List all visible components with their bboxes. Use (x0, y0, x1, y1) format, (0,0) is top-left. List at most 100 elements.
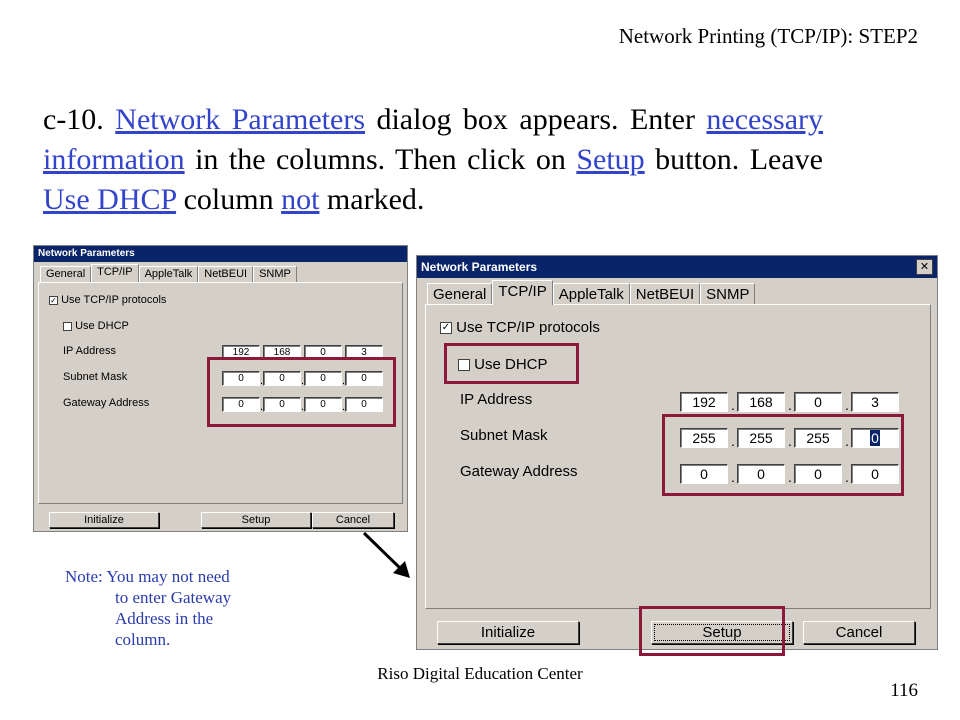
subnet-octet-3[interactable]: 0 (304, 371, 342, 386)
use-tcpip-label: Use TCP/IP protocols (61, 294, 167, 306)
tab-netbeui[interactable]: NetBEUI (629, 283, 701, 305)
use-tcpip-row[interactable]: ✓ Use TCP/IP protocols (440, 319, 600, 336)
page-number: 116 (890, 680, 918, 701)
instruction-text: c-10. Network Parameters dialog box appe… (43, 100, 823, 220)
subnet-mask-label: Subnet Mask (460, 427, 548, 444)
tab-appletalk[interactable]: AppleTalk (552, 283, 630, 305)
use-tcpip-row[interactable]: ✓ Use TCP/IP protocols (49, 294, 166, 306)
subnet-octet-4[interactable]: 0 (345, 371, 383, 386)
highlight-setup-button (639, 606, 785, 656)
link-necessary-information[interactable]: necessary information (43, 103, 824, 176)
instruction-text-2: dialog box appears. Enter (365, 103, 707, 136)
gateway-address-label: Gateway Address (460, 463, 578, 480)
gateway-octet-4[interactable]: 0 (851, 464, 899, 484)
initialize-button[interactable]: Initialize (437, 621, 579, 644)
tab-bar: General TCP/IP AppleTalk NetBEUI SNMP (40, 264, 297, 282)
link-setup[interactable]: Setup (576, 143, 645, 176)
tab-snmp[interactable]: SNMP (253, 266, 297, 282)
ip-octet-3[interactable]: 0 (304, 345, 342, 360)
gateway-dot-1: . (731, 469, 735, 485)
subnet-octet-2[interactable]: 255 (737, 428, 785, 448)
use-dhcp-checkbox[interactable] (458, 359, 470, 372)
highlight-use-dhcp (444, 343, 579, 384)
initialize-button[interactable]: Initialize (49, 512, 159, 528)
cancel-button[interactable]: Cancel (312, 512, 394, 528)
gateway-octet-2[interactable]: 0 (263, 397, 301, 412)
note-line-2: to enter Gateway (115, 588, 232, 607)
use-dhcp-row[interactable]: Use DHCP (458, 356, 548, 373)
use-dhcp-label: Use DHCP (474, 356, 548, 373)
subnet-dot-2: . (788, 433, 792, 449)
gateway-octet-1[interactable]: 0 (222, 397, 260, 412)
ip-address-label: IP Address (63, 345, 116, 357)
setup-button[interactable]: Setup (651, 621, 793, 644)
instruction-text-5: column (176, 183, 282, 216)
ip-octet-4[interactable]: 3 (851, 392, 899, 412)
note-line-1: Note: You may not need (65, 567, 230, 586)
subnet-octet-2[interactable]: 0 (263, 371, 301, 386)
gateway-octet-1[interactable]: 0 (680, 464, 728, 484)
network-parameters-dialog-large: Network Parameters ✕ General TCP/IP Appl… (416, 255, 938, 650)
tab-tcpip[interactable]: TCP/IP (492, 280, 553, 305)
close-icon[interactable]: ✕ (916, 259, 933, 275)
gateway-dot-1: . (260, 401, 264, 413)
subnet-dot-1: . (260, 375, 264, 387)
instruction-text-4: button. Leave (644, 143, 823, 176)
highlight-large-subnet-gateway (662, 414, 904, 496)
note-line-4: column. (115, 630, 171, 649)
footer-credit: Riso Digital Education Center (377, 664, 583, 683)
subnet-dot-1: . (731, 433, 735, 449)
subnet-octet-4[interactable]: 0 (851, 428, 899, 448)
ip-octet-4[interactable]: 3 (345, 345, 383, 360)
ip-dot-3: . (845, 397, 849, 413)
tab-snmp[interactable]: SNMP (700, 283, 756, 305)
gateway-dot-2: . (301, 401, 305, 413)
use-tcpip-label: Use TCP/IP protocols (456, 319, 600, 336)
subnet-octet-3[interactable]: 255 (794, 428, 842, 448)
link-not[interactable]: not (281, 183, 320, 216)
tab-general[interactable]: General (427, 283, 493, 305)
subnet-dot-3: . (845, 433, 849, 449)
gateway-dot-3: . (845, 469, 849, 485)
tab-bar: General TCP/IP AppleTalk NetBEUI SNMP (427, 280, 756, 305)
note-line-3: Address in the (115, 609, 214, 628)
network-parameters-dialog-small: Network Parameters General TCP/IP AppleT… (33, 245, 408, 532)
subnet-dot-3: . (342, 375, 346, 387)
use-dhcp-row[interactable]: Use DHCP (63, 320, 129, 332)
use-dhcp-checkbox[interactable] (63, 321, 72, 331)
link-use-dhcp[interactable]: Use DHCP (43, 183, 177, 216)
subnet-octet-1[interactable]: 0 (222, 371, 260, 386)
ip-octet-2[interactable]: 168 (737, 392, 785, 412)
subnet-octet-4-selected-text: 0 (870, 430, 880, 446)
instruction-text-1: c-10. (43, 103, 116, 136)
gateway-dot-2: . (788, 469, 792, 485)
tab-panel: ✓ Use TCP/IP protocols Use DHCP IP Addre… (38, 282, 403, 504)
gateway-octet-2[interactable]: 0 (737, 464, 785, 484)
setup-button[interactable]: Setup (201, 512, 311, 528)
gateway-octet-3[interactable]: 0 (304, 397, 342, 412)
ip-dot-1: . (731, 397, 735, 413)
dialog-titlebar: Network Parameters (34, 246, 407, 262)
ip-address-label: IP Address (460, 391, 533, 408)
use-dhcp-label: Use DHCP (75, 320, 129, 332)
tab-tcpip[interactable]: TCP/IP (91, 264, 139, 282)
tab-appletalk[interactable]: AppleTalk (138, 266, 199, 282)
subnet-mask-label: Subnet Mask (63, 371, 128, 383)
subnet-octet-1[interactable]: 255 (680, 428, 728, 448)
tab-netbeui[interactable]: NetBEUI (198, 266, 254, 282)
dialog-title: Network Parameters (421, 260, 538, 274)
gateway-octet-4[interactable]: 0 (345, 397, 383, 412)
instruction-text-6: marked. (319, 183, 425, 216)
slide-title: Network Printing (TCP/IP): STEP2 (618, 24, 918, 48)
link-network-parameters[interactable]: Network Parameters (115, 103, 365, 136)
dialog-title: Network Parameters (38, 248, 135, 259)
tab-panel: ✓ Use TCP/IP protocols Use DHCP IP Addre… (425, 304, 931, 609)
ip-octet-3[interactable]: 0 (794, 392, 842, 412)
gateway-octet-3[interactable]: 0 (794, 464, 842, 484)
ip-octet-1[interactable]: 192 (680, 392, 728, 412)
cancel-button[interactable]: Cancel (803, 621, 915, 644)
use-tcpip-checkbox[interactable]: ✓ (49, 295, 58, 305)
tab-general[interactable]: General (40, 266, 92, 282)
use-tcpip-checkbox[interactable]: ✓ (440, 322, 452, 335)
